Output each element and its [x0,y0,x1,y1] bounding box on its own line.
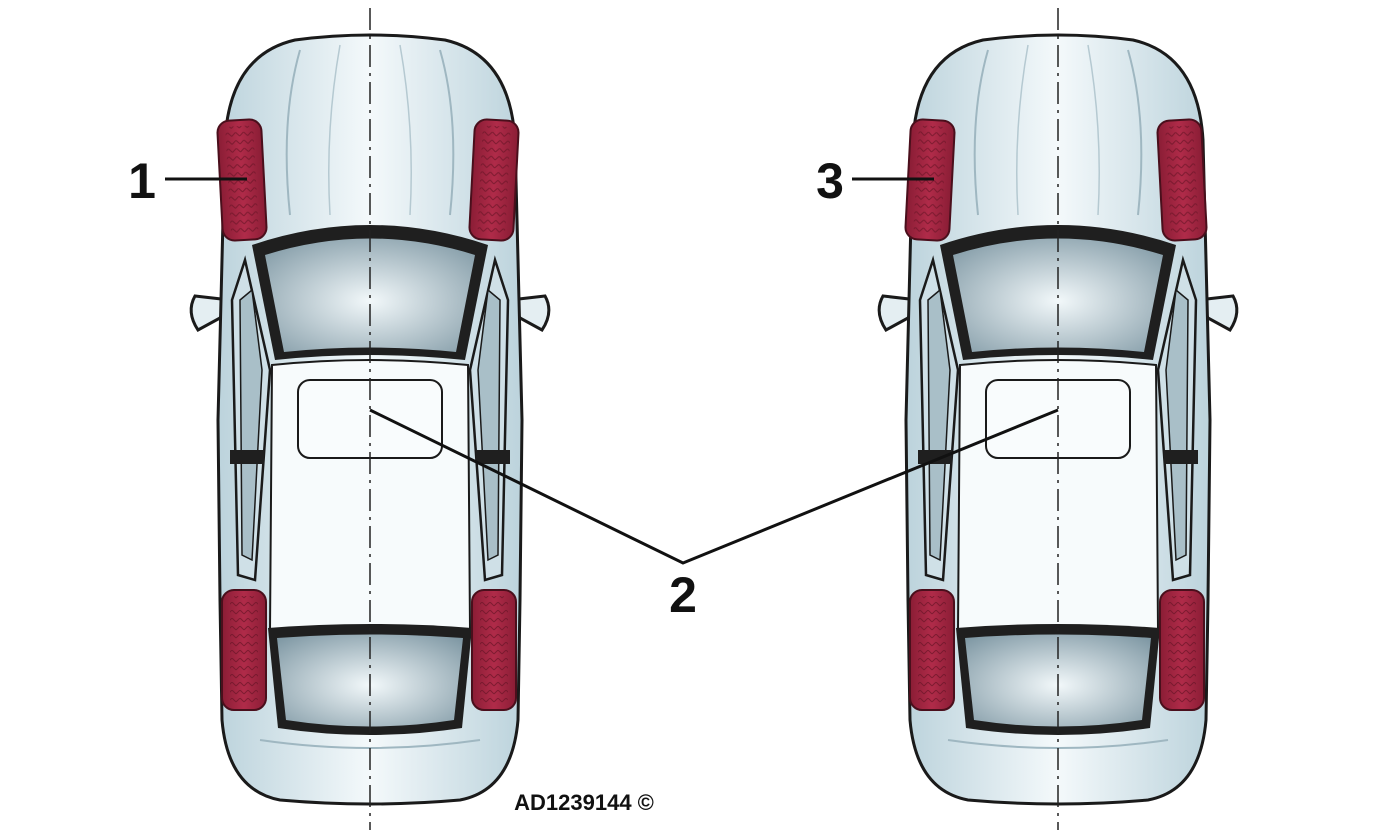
tire-rear-left-car2 [909,589,955,711]
callout-1: 1 [128,153,156,209]
tire-front-right-car1 [467,117,521,243]
tire-rear-left-car1 [221,589,267,711]
figure-code: AD1239144 © [514,790,654,815]
callout-2: 2 [669,567,697,623]
tire-front-right-car2 [1155,117,1209,243]
leader-line-2 [369,408,1059,565]
tire-rear-right-car1 [471,589,517,711]
callout-3: 3 [816,153,844,209]
tire-rear-right-car2 [1159,589,1205,711]
